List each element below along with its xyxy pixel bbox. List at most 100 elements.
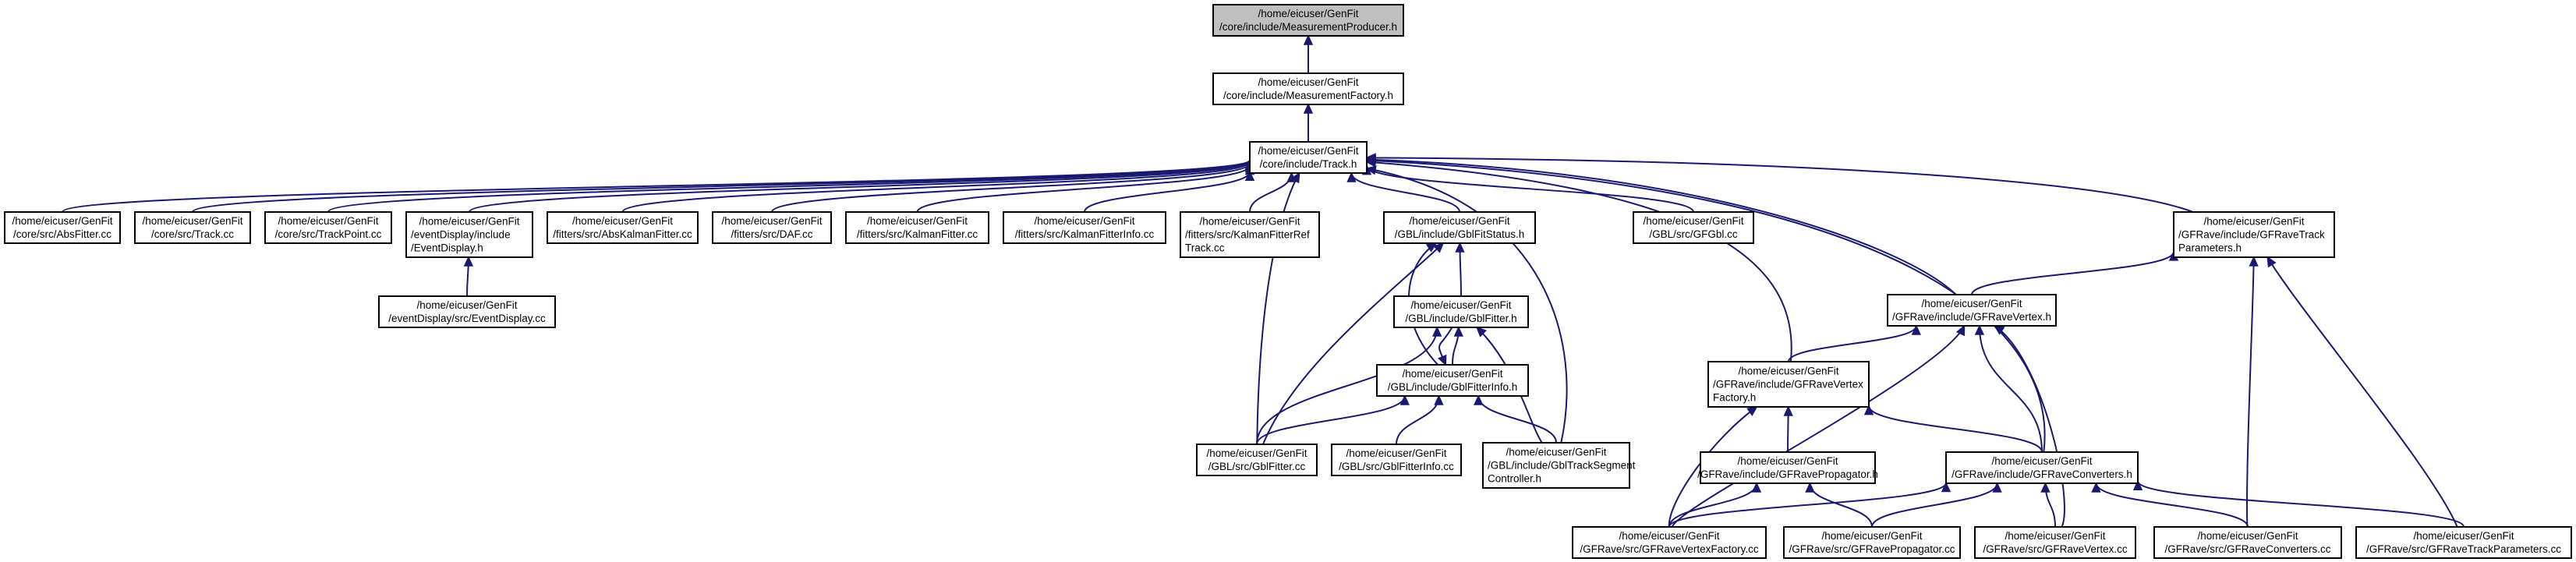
file-node-gblfitterinfo-h[interactable]: /home/eicuser/GenFit/GBL/include/GblFitt… (1376, 364, 1529, 397)
file-node-gfgbl[interactable]: /home/eicuser/GenFit/GBL/src/GFGbl.cc (1633, 211, 1754, 244)
node-label-line: /GFRave/include/GFRaveVertex (1713, 379, 1863, 391)
nodes-layer: /home/eicuser/GenFit/core/include/Measur… (4, 4, 2572, 559)
node-label-line: /home/eicuser/GenFit (1034, 215, 1134, 227)
node-label-line: /core/src/TrackPoint.cc (275, 228, 382, 240)
node-label-line: /home/eicuser/GenFit (721, 215, 822, 227)
arrowhead (1365, 156, 1377, 166)
arrowhead (1911, 324, 1921, 335)
file-node-gfravevertexfactory-h[interactable]: /home/eicuser/GenFit/GFRave/include/GFRa… (1707, 361, 1870, 408)
node-label-line: /home/eicuser/GenFit (1737, 455, 1838, 467)
arrowhead (1290, 171, 1300, 184)
node-label-line: /fitters/src/KalmanFitterInfo.cc (1015, 228, 1155, 240)
node-label-line: Parameters.h (2178, 242, 2242, 254)
file-node-gfravevertex-cc[interactable]: /home/eicuser/GenFit/GFRave/src/GFRaveVe… (1974, 526, 2136, 559)
dependency-edge (327, 160, 1251, 213)
dependency-edge (1256, 327, 1438, 445)
arrowhead (2266, 256, 2277, 268)
file-node-gblstatus[interactable]: /home/eicuser/GenFit/GBL/include/GblFitS… (1383, 211, 1536, 244)
arrowhead (463, 256, 474, 267)
dependency-edge (771, 162, 1251, 213)
dependency-edge (1788, 325, 1917, 362)
file-node-abskalman[interactable]: /home/eicuser/GenFit/fitters/src/AbsKalm… (547, 211, 699, 244)
node-label-line: /home/eicuser/GenFit (416, 299, 517, 311)
arrowhead (2040, 482, 2051, 493)
file-node-absfitter[interactable]: /home/eicuser/GenFit/core/src/AbsFitter.… (4, 211, 121, 244)
arrowhead (2091, 482, 2101, 493)
file-node-gfraveconverters-cc[interactable]: /home/eicuser/GenFit/GFRave/src/GFRaveCo… (2153, 526, 2342, 559)
file-node-gblfitter-cc[interactable]: /home/eicuser/GenFit/GBL/src/GblFitter.c… (1196, 444, 1318, 476)
file-node-gfravepropagator-h[interactable]: /home/eicuser/GenFit/GFRave/include/GFRa… (1697, 451, 1878, 484)
node-label-line: Factory.h (1713, 392, 1756, 404)
node-box (4, 211, 121, 244)
file-node-kalman[interactable]: /home/eicuser/GenFit/fitters/src/KalmanF… (845, 211, 989, 244)
node-label-line: /home/eicuser/GenFit (142, 215, 242, 227)
node-box (1783, 526, 1961, 559)
node-label-line: Controller.h (1488, 473, 1541, 485)
dependency-edge (1366, 168, 1568, 444)
file-node-gfravetrackparams-cc[interactable]: /home/eicuser/GenFit/GFRave/src/GFRaveTr… (2355, 526, 2572, 559)
node-box (1249, 141, 1368, 174)
arrowhead (2132, 479, 2143, 491)
node-label-line: /fitters/src/DAF.cc (731, 228, 812, 240)
arrowhead (1455, 242, 1465, 253)
dependency-edge (1994, 325, 2065, 528)
arrowhead (1365, 165, 1377, 175)
node-label-line: /home/eicuser/GenFit (572, 215, 673, 227)
file-node-gfraveconverters-h[interactable]: /home/eicuser/GenFit/GFRave/include/GFRa… (1945, 451, 2139, 484)
file-node-kalmaninfo[interactable]: /home/eicuser/GenFit/fitters/src/KalmanF… (1003, 211, 1166, 244)
arrowhead (1805, 482, 1815, 493)
dependency-edge (1978, 325, 2043, 453)
dependency-edge (1971, 251, 2174, 295)
file-node-evdisp-h[interactable]: /home/eicuser/GenFit/eventDisplay/includ… (405, 211, 533, 258)
file-node-gfravepropagator-cc[interactable]: /home/eicuser/GenFit/GFRave/src/GFRavePr… (1783, 526, 1961, 559)
node-box (1376, 364, 1529, 397)
node-box (1700, 451, 1876, 484)
file-node-gbltrackseg-h[interactable]: /home/eicuser/GenFit/GBL/include/GblTrac… (1482, 442, 1636, 489)
node-box (1383, 211, 1536, 244)
node-label-line: Track.cc (1185, 242, 1225, 254)
file-node-measprod[interactable]: /home/eicuser/GenFit/core/include/Measur… (1212, 4, 1404, 37)
node-label-line: /GFRave/include/GFRaveConverters.h (1951, 468, 2132, 480)
node-label-line: /home/eicuser/GenFit (1206, 447, 1307, 459)
dependency-edge (1366, 158, 1957, 295)
arrowhead (1746, 405, 1758, 416)
node-label-line: /home/eicuser/GenFit (2203, 216, 2304, 228)
arrowhead (1941, 481, 1951, 493)
node-box (1003, 211, 1166, 244)
node-label-line: /core/src/AbsFitter.cc (13, 228, 111, 240)
file-node-track-cc[interactable]: /home/eicuser/GenFit/core/src/Track.cc (134, 211, 251, 244)
dependency-edge (1408, 242, 1439, 366)
node-label-line: /home/eicuser/GenFit (1258, 145, 1358, 157)
file-node-gblfitter-h[interactable]: /home/eicuser/GenFit/GBL/include/GblFitt… (1393, 295, 1529, 328)
dependency-edge (1256, 172, 1300, 445)
arrowhead (1993, 324, 2005, 335)
node-box (1887, 294, 2057, 327)
node-label-line: /GFRave/src/GFRavePropagator.cc (1789, 543, 1955, 555)
file-node-gfravetrackparams-h[interactable]: /home/eicuser/GenFit/GFRave/include/GFRa… (2173, 211, 2335, 258)
file-node-kalmanref[interactable]: /home/eicuser/GenFit/fitters/src/KalmanF… (1180, 211, 1320, 258)
node-label-line: /core/include/MeasurementFactory.h (1223, 90, 1393, 101)
node-label-line: /home/eicuser/GenFit (1410, 299, 1511, 311)
node-label-line: /home/eicuser/GenFit (1402, 368, 1502, 380)
node-label-line: /core/include/MeasurementProducer.h (1219, 21, 1397, 33)
dependency-edge (2137, 480, 2465, 528)
file-node-gfravevertexfactory-cc[interactable]: /home/eicuser/GenFit/GFRave/src/GFRaveVe… (1572, 526, 1767, 559)
node-box (845, 211, 989, 244)
node-label-line: /EventDisplay.h (411, 242, 483, 254)
file-node-track-h[interactable]: /home/eicuser/GenFit/core/include/Track.… (1249, 141, 1368, 174)
file-node-measfact[interactable]: /home/eicuser/GenFit/core/include/Measur… (1212, 72, 1404, 105)
node-label-line: /core/include/Track.h (1260, 158, 1357, 170)
node-label-line: /GBL/src/GblFitter.cc (1208, 461, 1306, 472)
node-label-line: /home/eicuser/GenFit (1506, 447, 1606, 458)
file-node-gblfitterinfo-cc[interactable]: /home/eicuser/GenFit/GBL/src/GblFitterIn… (1331, 444, 1462, 476)
file-node-daf[interactable]: /home/eicuser/GenFit/fitters/src/DAF.cc (712, 211, 832, 244)
arrowhead (2249, 256, 2259, 267)
file-node-evdisp-cc[interactable]: /home/eicuser/GenFit/eventDisplay/src/Ev… (378, 295, 556, 328)
file-node-trackpoint[interactable]: /home/eicuser/GenFit/core/src/TrackPoint… (264, 211, 392, 244)
dependency-edge (2266, 256, 2458, 528)
node-label-line: /home/eicuser/GenFit (278, 215, 378, 227)
arrowhead (1992, 482, 2002, 493)
node-label-line: /home/eicuser/GenFit (419, 216, 519, 228)
node-label-line: /GFRave/include/GFRaveTrack (2178, 229, 2325, 241)
file-node-gfravevertex-h[interactable]: /home/eicuser/GenFit/GFRave/include/GFRa… (1887, 294, 2057, 327)
